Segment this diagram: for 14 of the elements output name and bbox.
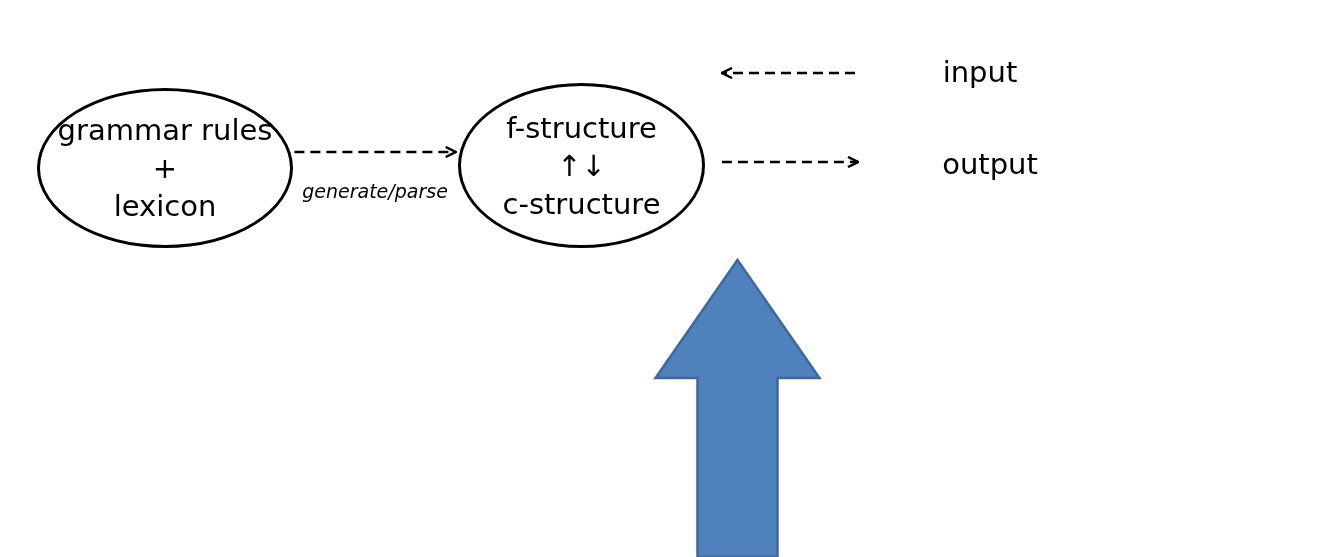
node-label: c-structure <box>502 185 661 223</box>
dashed-arrow <box>721 155 860 169</box>
text-label: output <box>942 146 1038 183</box>
node-symbol: + <box>152 150 178 187</box>
text-label: input <box>942 54 1018 91</box>
node-symbol: ↑↓ <box>557 147 606 185</box>
dashed-arrow <box>720 66 855 80</box>
dashed-arrow <box>294 145 457 159</box>
node-label: lexicon <box>113 188 217 225</box>
ellipse-node <box>37 88 293 248</box>
node-label: grammar rules <box>57 112 273 149</box>
block-arrow <box>653 257 822 557</box>
ellipse-node <box>458 83 705 248</box>
node-label: f-structure <box>506 109 657 147</box>
